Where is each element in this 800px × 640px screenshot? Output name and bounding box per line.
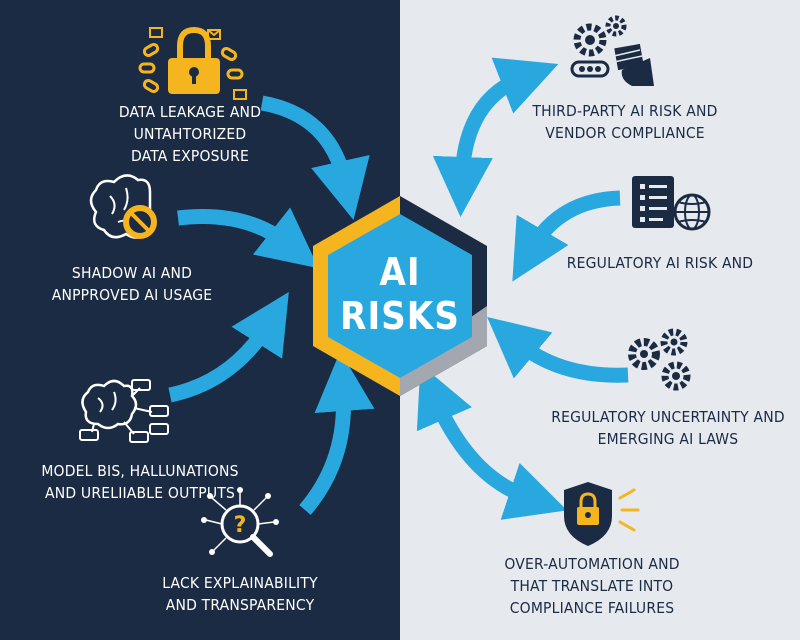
label-line: REGULATORY UNCERTAINTY AND bbox=[551, 408, 785, 426]
gears-hand-icon bbox=[570, 15, 654, 86]
label-data-leakage: DATA LEAKAGE AND UNTAHTORIZED DATA EXPOS… bbox=[100, 101, 280, 167]
magnifier-question-icon: ? bbox=[201, 487, 279, 557]
label-line: AND TRANSPARENCY bbox=[165, 596, 315, 614]
label-line: REGULATORY AI RISK AND bbox=[566, 254, 754, 272]
label-line: COMPLIANCE FAILURES bbox=[509, 599, 675, 617]
label-over-automation: OVER-AUTOMATION AND THAT TRANSLATE INTO … bbox=[492, 553, 692, 619]
label-line: ANPPROVED AI USAGE bbox=[51, 286, 213, 304]
label-line: VENDOR COMPLIANCE bbox=[545, 124, 705, 142]
svg-text:?: ? bbox=[234, 513, 247, 538]
label-line: EMERGING AI LAWS bbox=[597, 430, 739, 448]
arrow-third-party bbox=[432, 57, 559, 217]
label-line: SHADOW AI AND bbox=[71, 264, 193, 282]
label-line: DATA LEAKAGE AND bbox=[118, 103, 262, 121]
center-title-line1: AI bbox=[379, 250, 421, 294]
label-regulatory-uncertainty: REGULATORY UNCERTAINTY AND EMERGING AI L… bbox=[548, 406, 788, 450]
label-shadow-ai: SHADOW AI AND ANPPROVED AI USAGE bbox=[20, 262, 244, 306]
arrow-explainability bbox=[299, 351, 375, 515]
checklist-globe-icon bbox=[632, 176, 711, 231]
label-regulatory-risk: REGULATORY AI RISK AND bbox=[560, 252, 760, 274]
center-title-line2: RISKS bbox=[340, 294, 460, 338]
center-hexagon bbox=[313, 196, 487, 396]
arrow-model-bias bbox=[168, 292, 289, 403]
brain-chat-icon bbox=[79, 379, 169, 443]
arrow-data-leakage bbox=[260, 95, 370, 221]
arrow-regulatory-risk bbox=[512, 190, 621, 282]
brain-prohibited-icon bbox=[89, 174, 157, 239]
shield-lock-icon bbox=[564, 482, 640, 546]
label-third-party: THIRD-PARTY AI RISK AND VENDOR COMPLIANC… bbox=[520, 100, 730, 144]
label-line: MODEL BIS, HALLUNATIONS bbox=[41, 462, 239, 480]
arrow-regulatory-uncertainty bbox=[487, 316, 629, 383]
arrow-shadow-ai bbox=[177, 207, 319, 269]
label-line: OVER-AUTOMATION AND bbox=[504, 555, 680, 573]
label-line: THAT TRANSLATE INTO bbox=[510, 577, 674, 595]
gears-icon bbox=[628, 328, 691, 391]
label-line: LACK EXPLAINABILITY bbox=[162, 574, 318, 592]
label-line: DATA EXPOSURE bbox=[131, 147, 249, 165]
label-line: THIRD-PARTY AI RISK AND bbox=[532, 102, 718, 120]
label-line: AND URELIIABLE OUTPUTS bbox=[44, 484, 235, 502]
label-model-bias: MODEL BIS, HALLUNATIONS AND URELIIABLE O… bbox=[20, 460, 260, 504]
arrow-over-automation bbox=[416, 364, 567, 520]
padlock-chain-icon bbox=[138, 26, 247, 100]
label-line: UNTAHTORIZED bbox=[133, 125, 247, 143]
label-explainability: LACK EXPLAINABILITY AND TRANSPARENCY bbox=[140, 572, 340, 616]
